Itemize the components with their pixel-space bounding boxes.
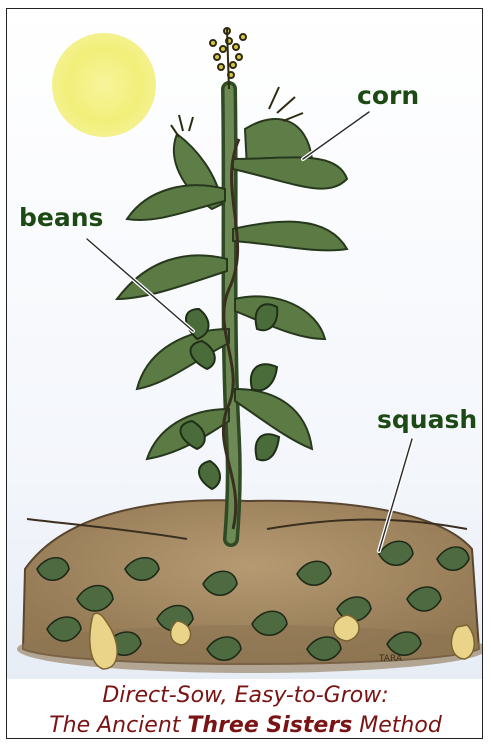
sun-icon xyxy=(52,33,156,137)
caption-line-2: The Ancient Three Sisters Method xyxy=(7,715,483,737)
beans-label: beans xyxy=(19,205,103,230)
artist-signature: TARA xyxy=(378,654,403,664)
caption-line-2-suffix: Method xyxy=(352,713,442,738)
caption-line-2-prefix: The Ancient xyxy=(49,713,187,738)
squash-label: squash xyxy=(377,407,477,432)
corn-label: corn xyxy=(357,83,419,108)
three-sisters-illustration: TARA xyxy=(7,9,483,739)
caption-line-2-bold: Three Sisters xyxy=(187,713,352,738)
caption-line-1: Direct-Sow, Easy-to-Grow: xyxy=(7,685,483,707)
illustration-frame: TARA corn beans squash Direct-Sow, Easy-… xyxy=(6,8,483,739)
